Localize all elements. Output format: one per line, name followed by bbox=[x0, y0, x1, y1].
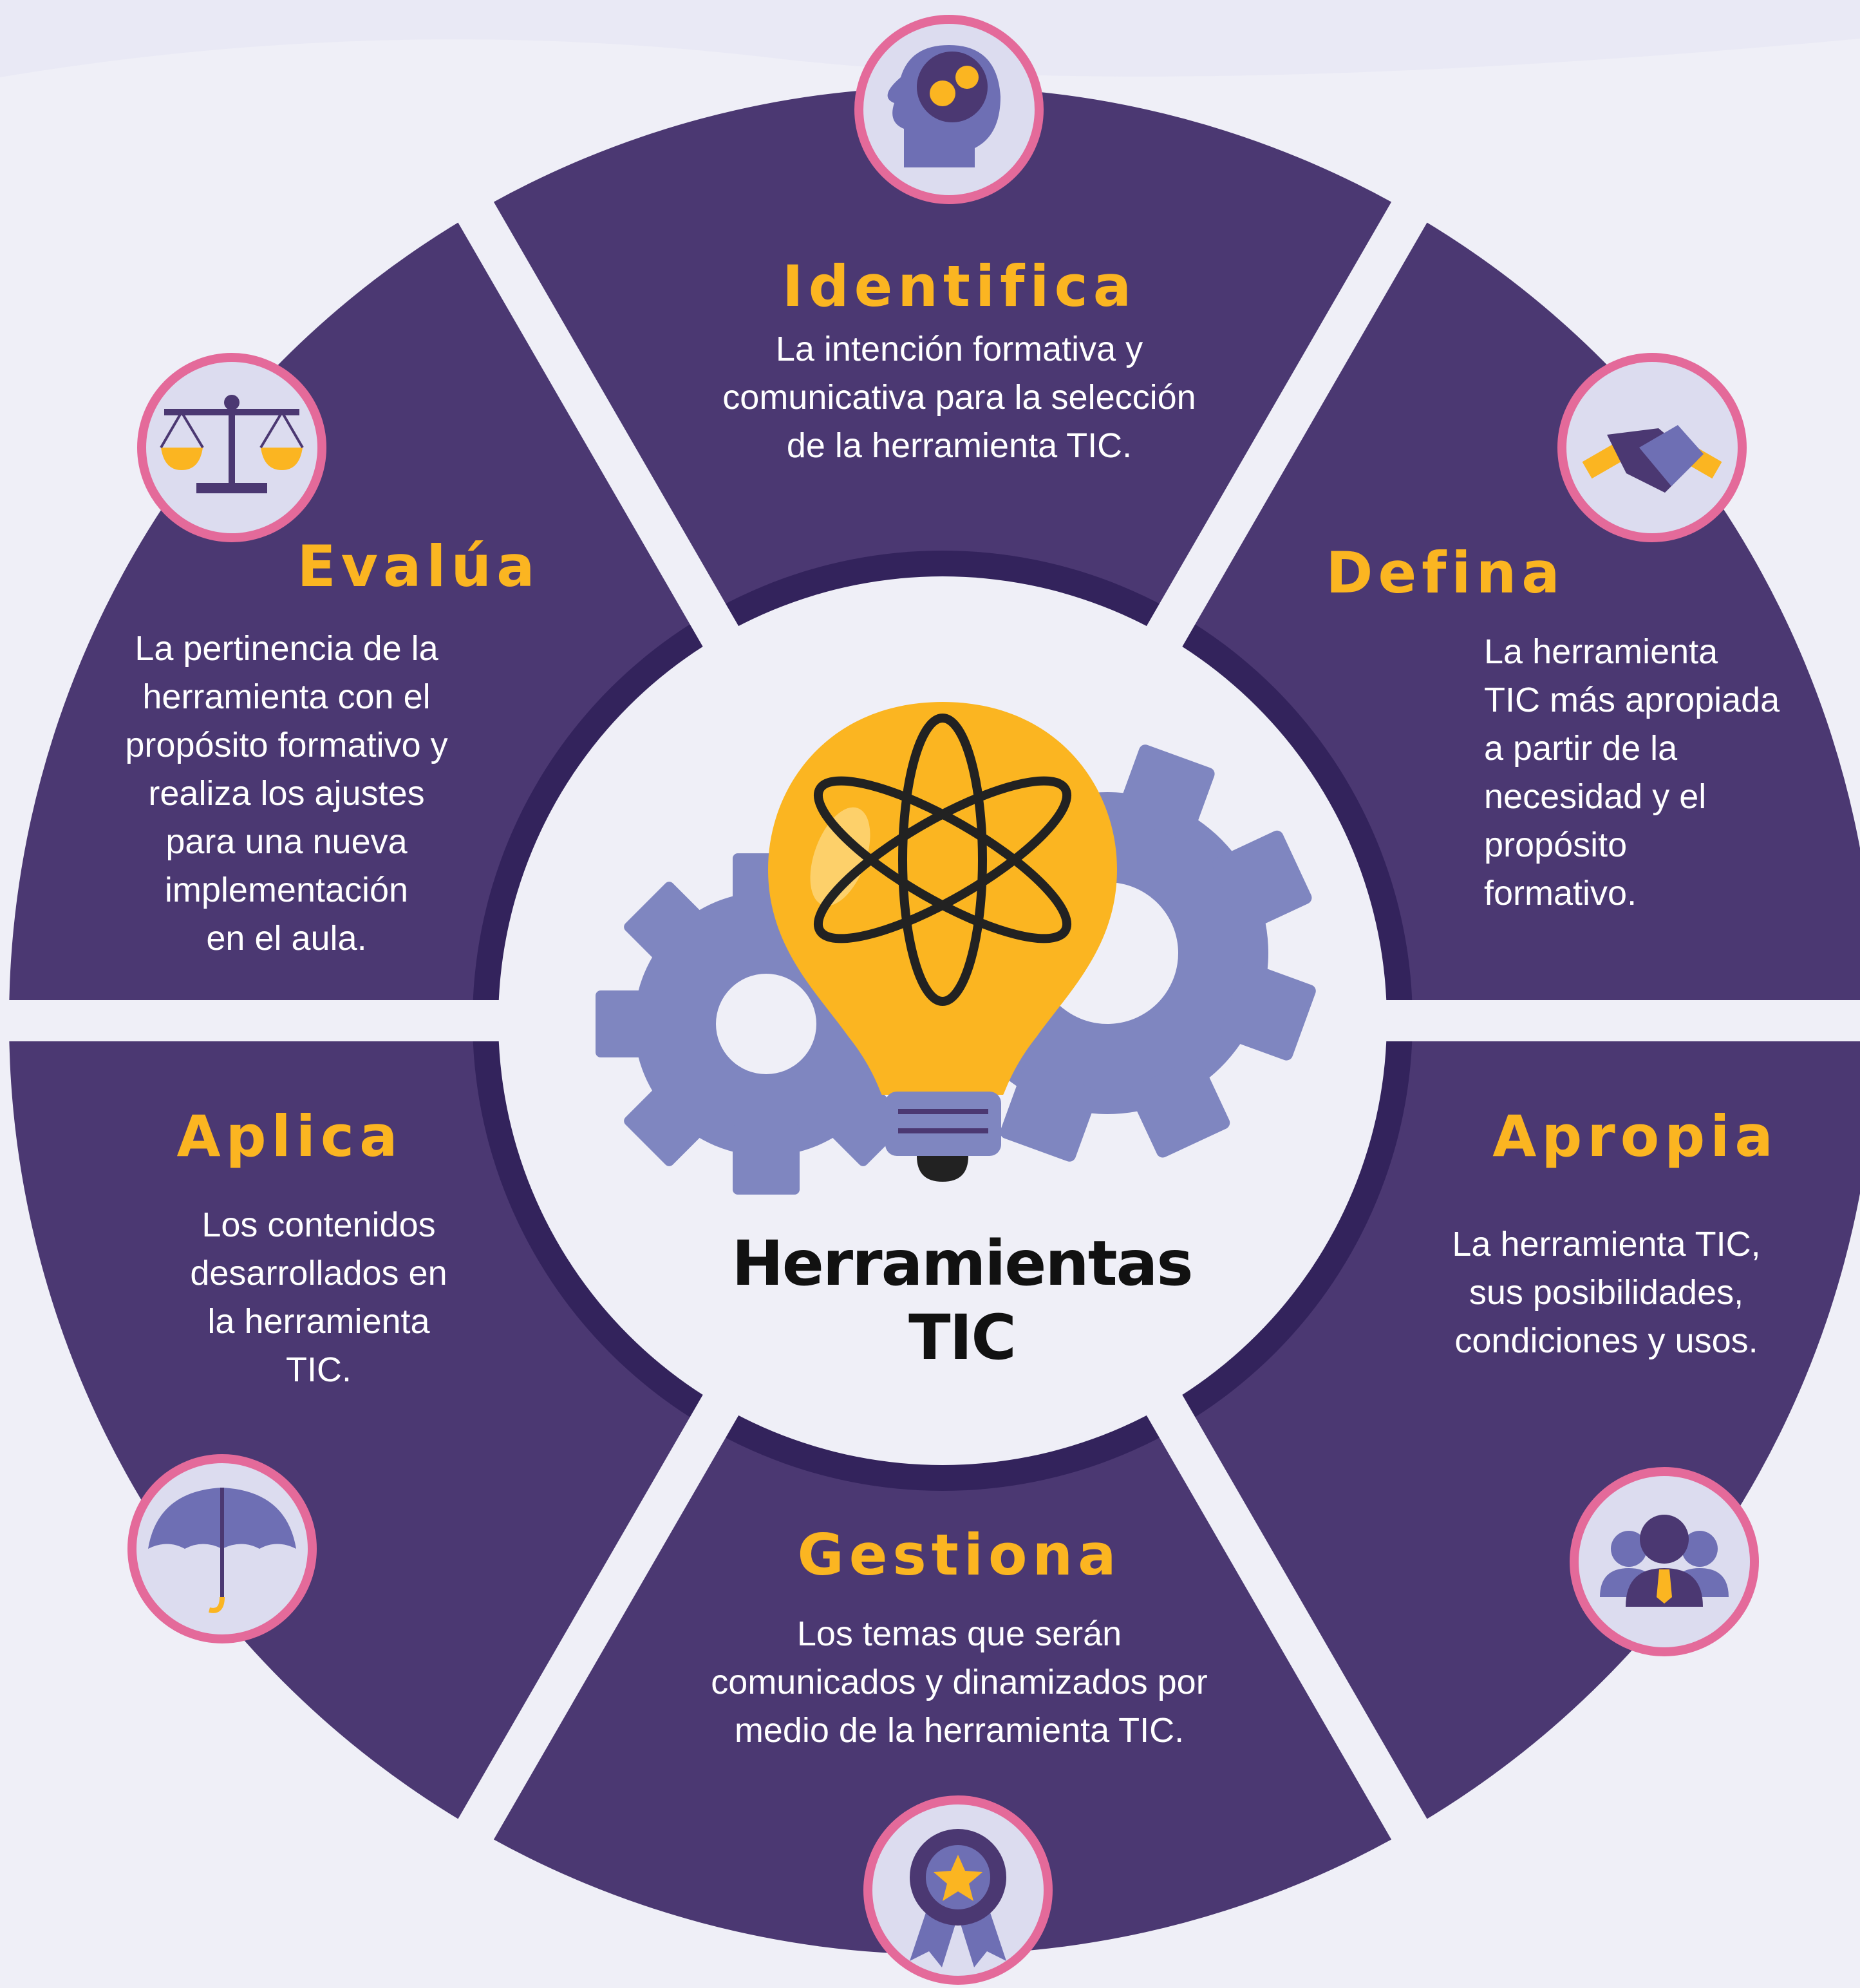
umbrella-icon bbox=[127, 1454, 317, 1643]
step-1: Identifica La intención formativa y comuni… bbox=[722, 253, 1196, 465]
scales-icon bbox=[137, 353, 326, 542]
step-icons bbox=[127, 15, 1759, 1985]
step-title: Identifica bbox=[782, 253, 1136, 319]
step-description-line: realiza los ajustes bbox=[148, 774, 424, 813]
step-description-line: herramienta con el bbox=[142, 677, 430, 716]
step-description-line: para una nueva bbox=[165, 822, 408, 861]
step-description-line: en el aula. bbox=[206, 919, 366, 958]
step-description-line: Los contenidos bbox=[202, 1206, 435, 1244]
step-description-line: propósito formativo y bbox=[125, 726, 447, 764]
step-6: Evalúa La pertinencia de la herramienta co… bbox=[125, 533, 540, 958]
center-title-line-2: TIC bbox=[908, 1302, 1015, 1374]
team-icon bbox=[1570, 1467, 1759, 1656]
center-title-line-1: Herramientas bbox=[731, 1227, 1192, 1300]
step-description-line: necesidad y el bbox=[1484, 777, 1706, 816]
step-description-line: Los temas que serán bbox=[797, 1614, 1122, 1653]
step-description-line: la herramienta bbox=[207, 1302, 430, 1341]
step-description-line: formativo. bbox=[1484, 874, 1637, 913]
step-description-line: TIC. bbox=[286, 1350, 352, 1389]
step-description-line: comunicados y dinamizados por bbox=[711, 1663, 1207, 1701]
step-description-line: La herramienta TIC, bbox=[1452, 1225, 1760, 1264]
step-3: Apropia La herramienta TIC, sus posibilida… bbox=[1452, 1103, 1778, 1360]
step-title: Aplica bbox=[177, 1103, 403, 1169]
step-description-line: La pertinencia de la bbox=[135, 629, 438, 668]
step-description-line: propósito bbox=[1484, 826, 1627, 864]
step-title: Gestiona bbox=[797, 1522, 1121, 1588]
brain-gears-icon bbox=[854, 15, 1044, 204]
award-ribbon-icon bbox=[863, 1795, 1053, 1985]
step-description-line: La intención formativa y bbox=[776, 330, 1143, 368]
step-description-line: La herramienta bbox=[1484, 632, 1718, 671]
step-description-line: medio de la herramienta TIC. bbox=[735, 1711, 1184, 1750]
center-hub: Herramientas TIC bbox=[498, 576, 1387, 1465]
step-labels: Identifica La intención formativa y comuni… bbox=[125, 253, 1780, 1750]
step-title: Defina bbox=[1326, 540, 1564, 606]
step-description-line: comunicativa para la selección bbox=[722, 378, 1196, 417]
handshake-icon bbox=[1557, 353, 1747, 542]
lightbulb-icon bbox=[768, 702, 1117, 1182]
step-description-line: implementación bbox=[165, 871, 408, 909]
step-description-line: desarrollados en bbox=[190, 1254, 447, 1292]
step-description-line: a partir de la bbox=[1484, 729, 1678, 768]
step-description-line: TIC más apropiada bbox=[1484, 681, 1780, 719]
step-description-line: condiciones y usos. bbox=[1454, 1321, 1758, 1360]
step-description-line: de la herramienta TIC. bbox=[787, 426, 1132, 465]
step-description-line: sus posibilidades, bbox=[1469, 1273, 1743, 1312]
step-title: Apropia bbox=[1492, 1103, 1778, 1169]
step-title: Evalúa bbox=[297, 533, 540, 600]
